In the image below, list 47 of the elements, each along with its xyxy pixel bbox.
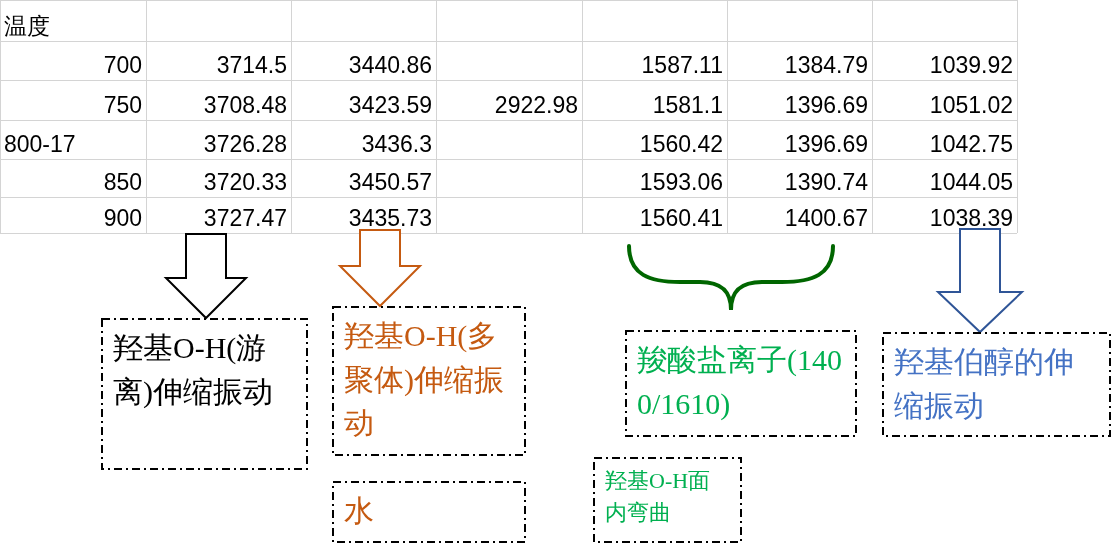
table-cell-text: 1042.75 bbox=[929, 130, 1013, 159]
table-cell-text: 1396.69 bbox=[784, 130, 868, 159]
table-cell-text: 温度 bbox=[4, 12, 50, 41]
annotation-box bbox=[101, 318, 308, 470]
table-cell-text: 2922.98 bbox=[494, 91, 578, 120]
table-cell-text: 1593.06 bbox=[639, 168, 723, 197]
table-cell-text: 3423.59 bbox=[348, 91, 432, 120]
table-cell-text: 700 bbox=[103, 51, 142, 80]
table-cell-text: 1581.1 bbox=[652, 91, 723, 120]
table-cell-text: 3435.73 bbox=[348, 204, 432, 233]
table-cell-text: 1400.67 bbox=[784, 204, 868, 233]
annotation-box bbox=[593, 457, 742, 543]
table-cell-text: 1390.74 bbox=[784, 168, 868, 197]
table-cell-text: 3726.28 bbox=[203, 130, 287, 159]
block-arrow bbox=[337, 229, 423, 308]
annotation-box bbox=[332, 306, 526, 456]
annotation-text: 羟基O-H面内弯曲 bbox=[605, 467, 712, 527]
table-cell-text: 1051.02 bbox=[929, 91, 1013, 120]
block-arrow bbox=[935, 228, 1025, 334]
table-cell-text: 1396.69 bbox=[784, 91, 868, 120]
table-cell-text: 850 bbox=[103, 168, 142, 197]
annotation-box bbox=[882, 332, 1111, 437]
block-arrow bbox=[163, 233, 249, 320]
annotation-text: 羧酸盐离子(1400/1610) bbox=[637, 342, 843, 422]
table-cell-text: 3450.57 bbox=[348, 168, 432, 197]
table-cell-text: 3727.47 bbox=[203, 204, 287, 233]
annotation-text: 羟基O-H(游离)伸缩振动 bbox=[113, 330, 274, 410]
annotation-text: 水 bbox=[344, 493, 375, 529]
table-cell-text: 1384.79 bbox=[784, 51, 868, 80]
annotation-text: 羟基O-H(多聚体)伸缩振动 bbox=[344, 318, 505, 441]
annotation-box bbox=[332, 481, 526, 543]
table-cell-text: 3440.86 bbox=[348, 51, 432, 80]
table-cell-text: 1038.39 bbox=[929, 204, 1013, 233]
table-cell-text: 3720.33 bbox=[203, 168, 287, 197]
table-cell-text: 900 bbox=[103, 204, 142, 233]
table-cell-text: 750 bbox=[103, 91, 142, 120]
annotation-text: 羟基伯醇的伸缩振动 bbox=[894, 344, 1075, 424]
table-cell-text: 800-17 bbox=[4, 130, 76, 159]
table-cell-text: 1587.11 bbox=[641, 51, 723, 80]
table-cell-text: 3436.3 bbox=[361, 130, 432, 159]
table-cell-text: 1560.41 bbox=[639, 204, 723, 233]
table-cell-text: 3714.5 bbox=[216, 51, 287, 80]
table-cell-text: 1039.92 bbox=[929, 51, 1013, 80]
table-cell-text: 3708.48 bbox=[203, 91, 287, 120]
annotation-box bbox=[625, 330, 857, 437]
table-cell-text: 1560.42 bbox=[639, 130, 723, 159]
table-cell-text: 1044.05 bbox=[929, 168, 1013, 197]
